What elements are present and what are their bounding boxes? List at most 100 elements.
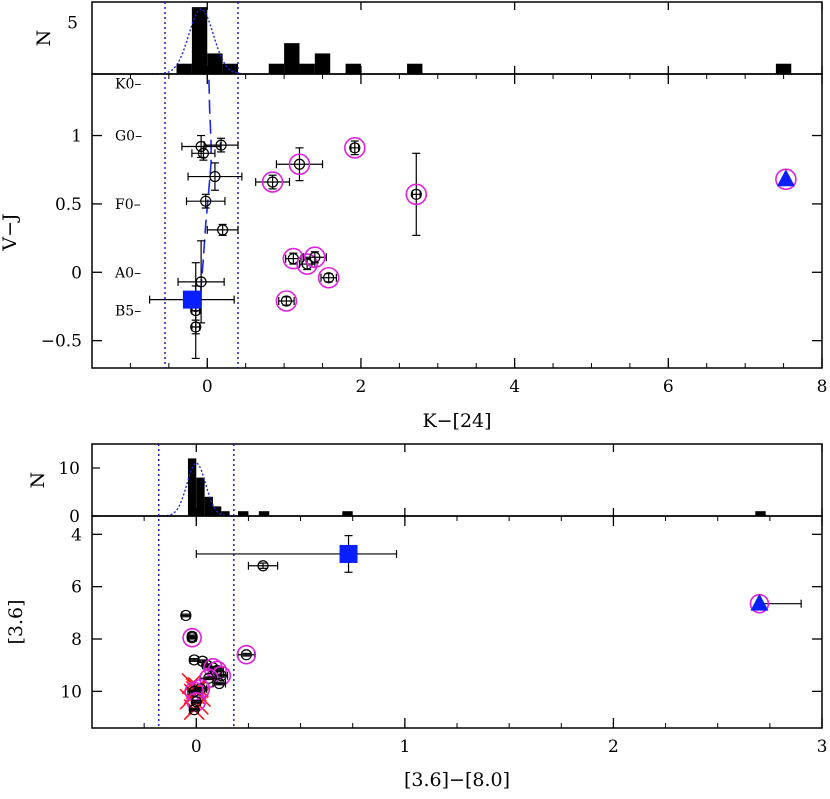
bottom-histogram: 0 10 N	[27, 443, 823, 527]
data-point	[215, 670, 227, 682]
x-tick-label: 2	[608, 737, 619, 757]
top-membership-bounds	[164, 2, 239, 368]
bottom-membership-bounds	[158, 444, 235, 728]
histogram-bar	[222, 63, 238, 74]
x-tick-label: 6	[663, 377, 674, 397]
data-point	[213, 677, 225, 690]
data-point	[209, 170, 221, 183]
data-point	[323, 272, 335, 284]
data-point	[190, 321, 202, 333]
top-model-curve	[198, 73, 212, 314]
histogram-bar	[268, 63, 285, 74]
data-point	[309, 251, 321, 263]
data-point	[280, 295, 293, 307]
flagged-ring	[236, 644, 257, 665]
y-tick-label: 0	[71, 263, 82, 283]
histogram-bar	[176, 63, 192, 74]
histogram-bar	[238, 511, 249, 516]
data-point	[410, 188, 422, 200]
histogram-bar	[284, 43, 300, 74]
bottom-histogram-ylabel: N	[27, 472, 49, 489]
y-tick-label: 6	[71, 578, 82, 598]
spectral-type-label: F0–	[115, 197, 141, 213]
flagged-ring	[304, 246, 326, 269]
bottom-data-points	[179, 535, 802, 721]
top-histogram-gaussian-fit	[151, 8, 251, 75]
histogram-bar	[407, 63, 423, 74]
data-point	[240, 649, 252, 661]
top-histogram-y-tick: 5	[67, 14, 78, 34]
top-scatter-frame	[91, 73, 823, 369]
flagged-ring	[405, 183, 428, 206]
data-point	[215, 139, 227, 151]
histogram-bar	[755, 511, 766, 516]
x-tick-label: 3	[817, 737, 828, 757]
histogram-bar	[299, 63, 315, 74]
data-point	[190, 696, 202, 708]
y-tick-label: −0.5	[41, 332, 82, 352]
bottom-ylabel: [3.6]	[5, 599, 27, 644]
flagged-ring	[261, 171, 284, 193]
spectral-type-label: A0–	[114, 265, 141, 281]
histogram-bar	[204, 496, 213, 516]
flagged-ring	[296, 253, 318, 275]
top-ylabel: V−J	[0, 213, 21, 251]
triangle-point	[776, 169, 795, 187]
data-point	[188, 704, 200, 716]
histogram-bar	[314, 53, 331, 74]
data-point	[180, 609, 192, 622]
histogram-bar	[207, 53, 223, 74]
data-point	[200, 195, 212, 207]
flagged-ring	[288, 153, 311, 176]
x-tick-label: 0	[202, 377, 213, 397]
triangle-point	[750, 593, 769, 611]
spectral-type-labels: K0–G0–F0–A0–B5–	[114, 77, 142, 320]
flagged-ring	[275, 290, 298, 312]
x-tick-label: 4	[509, 377, 520, 397]
histogram-bar	[342, 511, 353, 516]
flagged-ring	[343, 137, 366, 159]
histogram-y-tick-label: 10	[58, 459, 80, 479]
flagged-ring	[182, 627, 202, 648]
data-point	[186, 632, 198, 644]
x-tick-label: 8	[817, 377, 828, 397]
histogram-bar	[191, 7, 208, 74]
histogram-bar	[196, 477, 205, 516]
data-point	[293, 158, 306, 170]
bottom-histogram-gaussian-fit	[158, 462, 234, 517]
histogram-bar	[221, 511, 230, 516]
top-histogram-bars	[176, 7, 792, 74]
data-point	[349, 142, 361, 154]
bottom-scatter: 0 1 2 3 4 6 8 10 [3.6]−[8.0] [3.6]	[5, 444, 827, 791]
x-tick-label: 0	[191, 737, 202, 757]
histogram-y-tick-label: 0	[69, 507, 80, 527]
y-tick-label: 10	[60, 682, 82, 702]
bottom-axis-ticks: 0 1 2 3 4 6 8 10	[60, 444, 827, 757]
histogram-bar	[258, 511, 270, 516]
histogram-bar	[775, 63, 792, 74]
spectral-type-label: K0–	[115, 77, 141, 93]
bottom-histogram-bars	[187, 458, 766, 516]
square-point	[182, 290, 201, 309]
y-tick-label: 4	[71, 525, 82, 545]
x-tick-label: 1	[399, 737, 410, 757]
data-point	[266, 176, 279, 188]
y-tick-label: 0.5	[55, 195, 82, 215]
data-point	[217, 224, 229, 236]
flagged-ring	[317, 266, 340, 289]
histogram-bar	[345, 63, 361, 74]
data-point	[257, 560, 269, 572]
top-histogram: 5 N	[33, 1, 823, 75]
bottom-xlabel: [3.6]−[8.0]	[404, 769, 510, 791]
data-point	[197, 147, 210, 159]
spectral-type-label: G0–	[115, 129, 142, 145]
x-tick-label: 2	[356, 377, 367, 397]
data-point	[301, 258, 313, 270]
y-tick-label: 8	[71, 630, 82, 650]
bottom-histogram-y-ticks: 0 10	[58, 459, 100, 527]
top-data-points	[149, 134, 797, 360]
top-histogram-ylabel: N	[33, 30, 55, 47]
